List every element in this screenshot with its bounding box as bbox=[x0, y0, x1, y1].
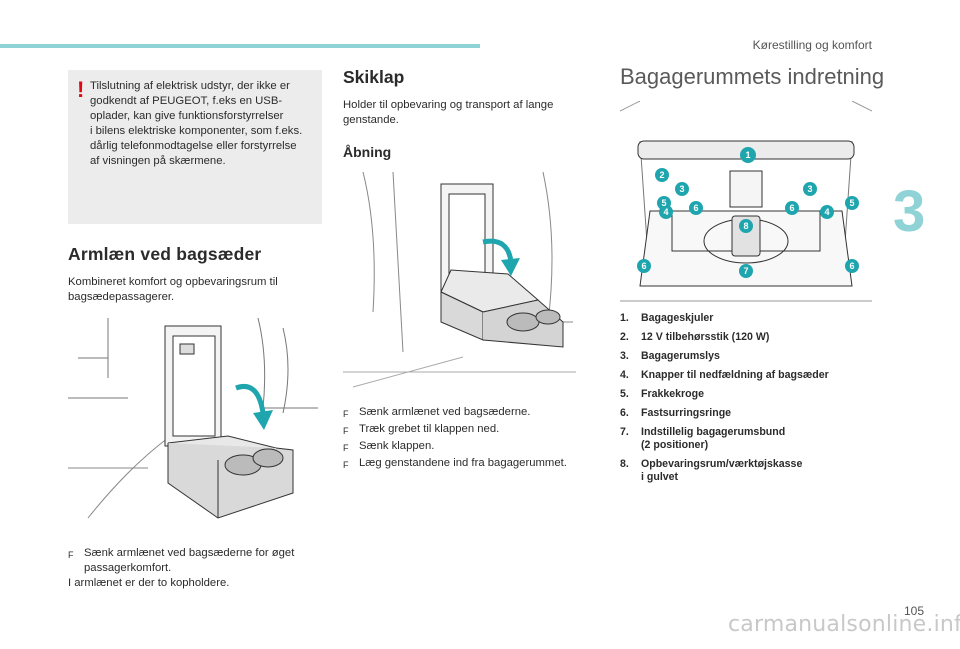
legend-label: Bagagerumslys bbox=[641, 350, 720, 362]
skiklap-instructions: F Sænk armlænet ved bagsæderne. F Træk gre… bbox=[343, 405, 583, 473]
armlaen-instructions: F Sænk armlænet ved bagsæderne for øget … bbox=[68, 546, 326, 591]
bullet-text: Sænk armlænet ved bagsæderne for øget pa… bbox=[84, 547, 295, 574]
chapter-title: Kørestilling og komfort bbox=[752, 38, 872, 52]
callout-3: 3 bbox=[679, 184, 684, 194]
callout-5: 5 bbox=[661, 198, 666, 208]
bullet-text: Træk grebet til klappen ned. bbox=[359, 423, 500, 435]
legend-item: 6. Fastsurringsringe bbox=[620, 407, 880, 420]
callout-2: 2 bbox=[659, 170, 664, 180]
list-item: F Sænk armlænet ved bagsæderne. bbox=[343, 405, 583, 422]
bullet-text: Sænk armlænet ved bagsæderne. bbox=[359, 406, 531, 418]
callout-5: 5 bbox=[849, 198, 854, 208]
warning-icon: ! bbox=[77, 77, 85, 102]
bullet-marker: F bbox=[68, 550, 74, 560]
callout-6: 6 bbox=[693, 203, 698, 213]
armlaen-intro: Kombineret komfort og opbevaringsrum til… bbox=[68, 276, 278, 303]
bullet-marker: F bbox=[343, 426, 349, 436]
callout-4: 4 bbox=[824, 207, 829, 217]
ski-hatch-illustration bbox=[343, 172, 576, 388]
section-title-armlaen: Armlæn ved bagsæder bbox=[68, 244, 262, 264]
legend-num: 8. bbox=[620, 458, 629, 470]
legend-item: 8. Opbevaringsrum/værktøjskasse i gulvet bbox=[620, 458, 880, 484]
legend-num: 7. bbox=[620, 426, 629, 438]
subsection-title-abning: Åbning bbox=[343, 144, 392, 160]
legend-num: 6. bbox=[620, 407, 629, 419]
chapter-tab-number: 3 bbox=[893, 179, 926, 244]
callout-6: 6 bbox=[641, 261, 646, 271]
legend-label: Indstillelig bagagerumsbund (2 positione… bbox=[641, 426, 786, 451]
callout-6: 6 bbox=[849, 261, 854, 271]
callout-7: 7 bbox=[743, 266, 748, 276]
page-number: 105 bbox=[904, 604, 925, 618]
warning-box: ! Tilslutning af elektrisk udstyr, der i… bbox=[68, 70, 322, 224]
callout-markers bbox=[637, 147, 859, 278]
list-item: F Sænk klappen. bbox=[343, 439, 583, 456]
bullet-marker: F bbox=[343, 460, 349, 470]
callout-8: 8 bbox=[743, 221, 748, 231]
callout-1: 1 bbox=[745, 150, 750, 160]
legend-label: Frakkekroge bbox=[641, 388, 705, 400]
legend-num: 4. bbox=[620, 369, 629, 381]
bullet-text: Læg genstandene ind fra bagagerummet. bbox=[359, 457, 567, 469]
section-title-skiklap: Skiklap bbox=[343, 67, 405, 87]
list-item: F Læg genstandene ind fra bagagerummet. bbox=[343, 456, 583, 473]
legend-item: 3. Bagagerumslys bbox=[620, 350, 880, 363]
list-item: F Træk grebet til klappen ned. bbox=[343, 422, 583, 439]
legend-item: 7. Indstillelig bagagerumsbund (2 positio… bbox=[620, 426, 880, 452]
callout-6: 6 bbox=[789, 203, 794, 213]
armrest-illustration bbox=[68, 318, 318, 519]
callout-4: 4 bbox=[663, 207, 668, 217]
watermark: carmanualsonline.info bbox=[728, 612, 960, 637]
header-accent-bar bbox=[0, 44, 480, 48]
legend-label: Fastsurringsringe bbox=[641, 407, 732, 419]
legend-item: 5. Frakkekroge bbox=[620, 388, 880, 401]
callout-3: 3 bbox=[807, 184, 812, 194]
legend-label: Knapper til nedfældning af bagsæder bbox=[641, 369, 829, 381]
legend-num: 3. bbox=[620, 350, 629, 362]
bullet-marker: F bbox=[343, 443, 349, 453]
trunk-layout-illustration: 1 2 3 3 4 4 5 5 6 6 6 6 7 8 bbox=[620, 101, 872, 302]
warning-text: Tilslutning af elektrisk udstyr, der ikk… bbox=[90, 80, 303, 167]
legend-label: Bagageskjuler bbox=[641, 312, 714, 324]
legend-label: 12 V tilbehørsstik (120 W) bbox=[641, 331, 770, 343]
legend-num: 1. bbox=[620, 312, 629, 324]
legend-item: 4. Knapper til nedfældning af bagsæder bbox=[620, 369, 880, 382]
trunk-legend: 1. Bagageskjuler 2. 12 V tilbehørsstik (12… bbox=[620, 312, 880, 490]
section-title-bagagerum: Bagagerummets indretning bbox=[620, 64, 885, 89]
bullet-text: Sænk klappen. bbox=[359, 440, 435, 452]
legend-item: 2. 12 V tilbehørsstik (120 W) bbox=[620, 331, 880, 344]
legend-num: 2. bbox=[620, 331, 629, 343]
legend-item: 1. Bagageskjuler bbox=[620, 312, 880, 325]
legend-num: 5. bbox=[620, 388, 629, 400]
armlaen-note: I armlænet er der to kopholdere. bbox=[68, 577, 230, 589]
callout-numbers: 1 2 3 3 4 4 5 5 6 6 6 6 7 8 bbox=[641, 150, 854, 276]
list-item: F Sænk armlænet ved bagsæderne for øget … bbox=[68, 546, 326, 576]
bullet-marker: F bbox=[343, 409, 349, 419]
skiklap-intro: Holder til opbevaring og transport af la… bbox=[343, 99, 554, 126]
legend-label: Opbevaringsrum/værktøjskasse i gulvet bbox=[641, 458, 803, 483]
